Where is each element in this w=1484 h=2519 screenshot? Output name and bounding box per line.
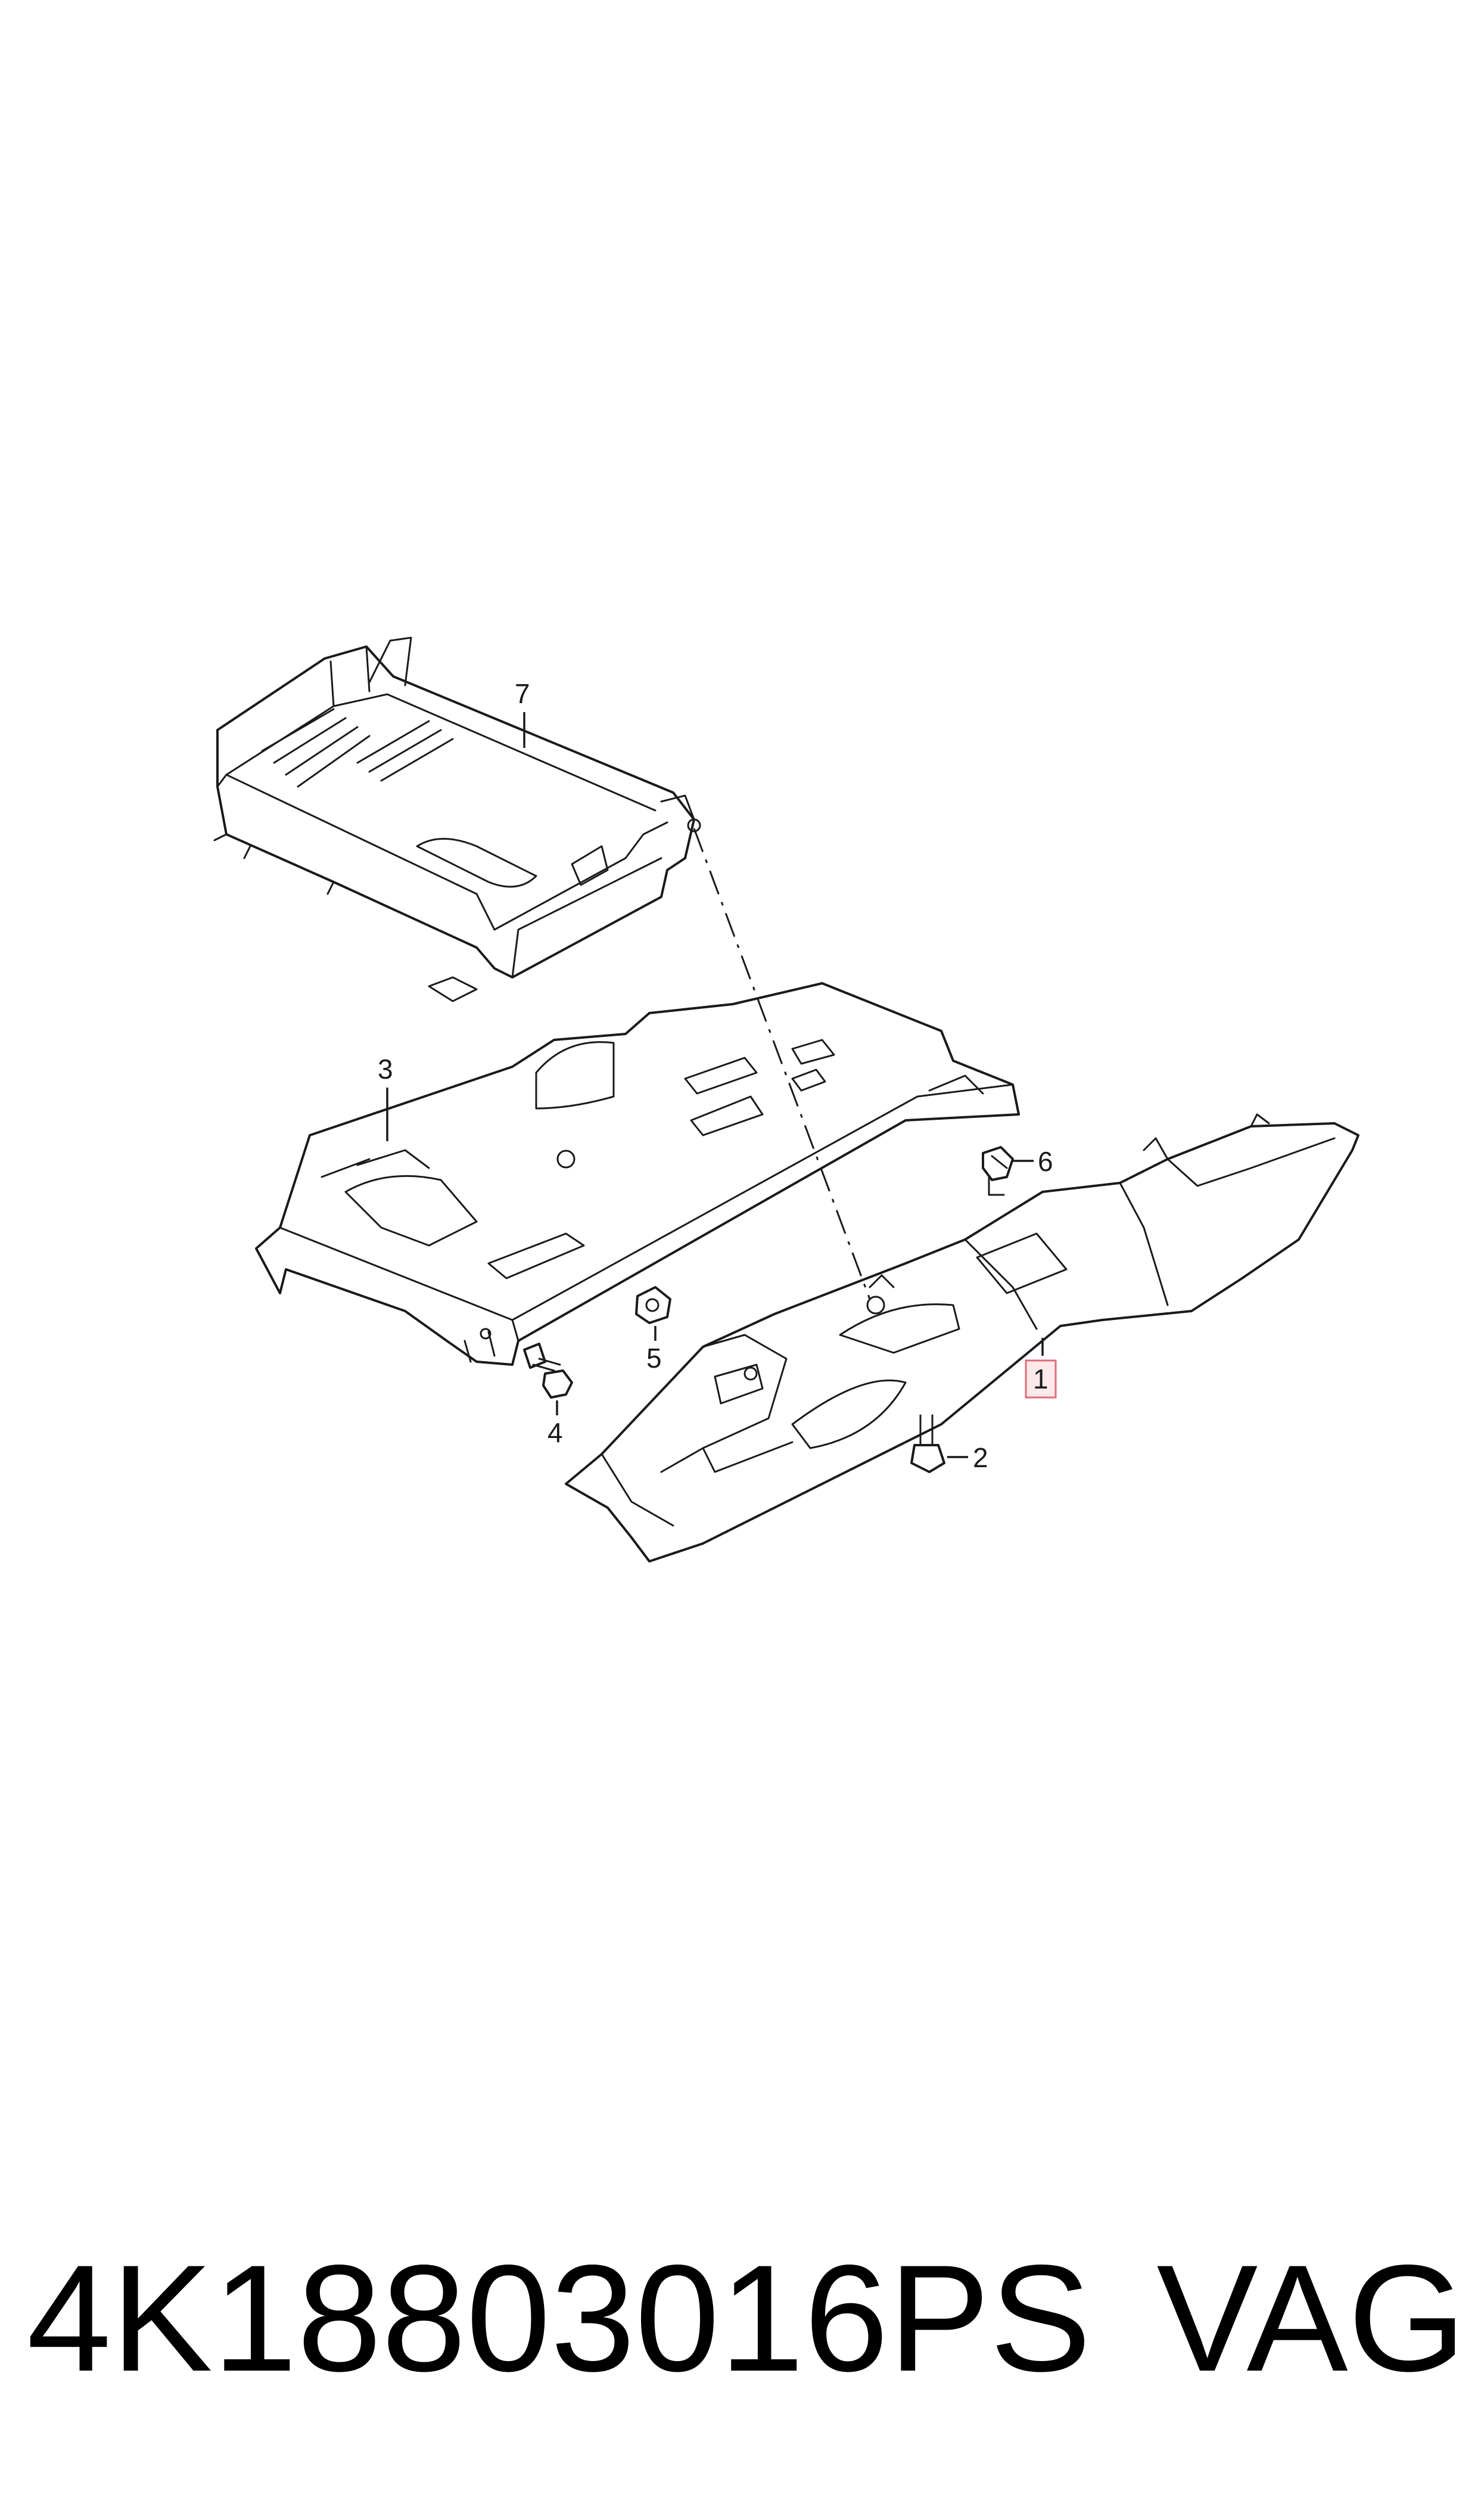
alignment-line — [693, 828, 871, 1300]
callout-5: 5 — [646, 1343, 662, 1374]
callout-6: 6 — [1038, 1146, 1053, 1177]
footer-caption: 4K18803016PS VAG — [0, 2229, 1484, 2408]
callout-1[interactable]: 1 — [1033, 1363, 1049, 1394]
part-7-housing[interactable] — [213, 636, 701, 1002]
callout-1-highlight — [1025, 1359, 1057, 1399]
callout-7: 7 — [515, 678, 530, 709]
part-5-nut[interactable] — [635, 1286, 671, 1324]
part-3-carrier[interactable] — [255, 982, 1020, 1366]
callout-2: 2 — [973, 1442, 988, 1473]
part-number: 4K18803016PS — [27, 2233, 1091, 2403]
callout-4: 4 — [547, 1417, 563, 1448]
callout-3: 3 — [378, 1054, 393, 1085]
part-2-screw[interactable] — [910, 1414, 945, 1473]
brand-name: VAG — [1156, 2233, 1466, 2403]
part-1-trim-panel[interactable] — [565, 1113, 1359, 1563]
part-6-clip[interactable] — [982, 1146, 1014, 1196]
part-4-bolt[interactable] — [523, 1343, 573, 1399]
